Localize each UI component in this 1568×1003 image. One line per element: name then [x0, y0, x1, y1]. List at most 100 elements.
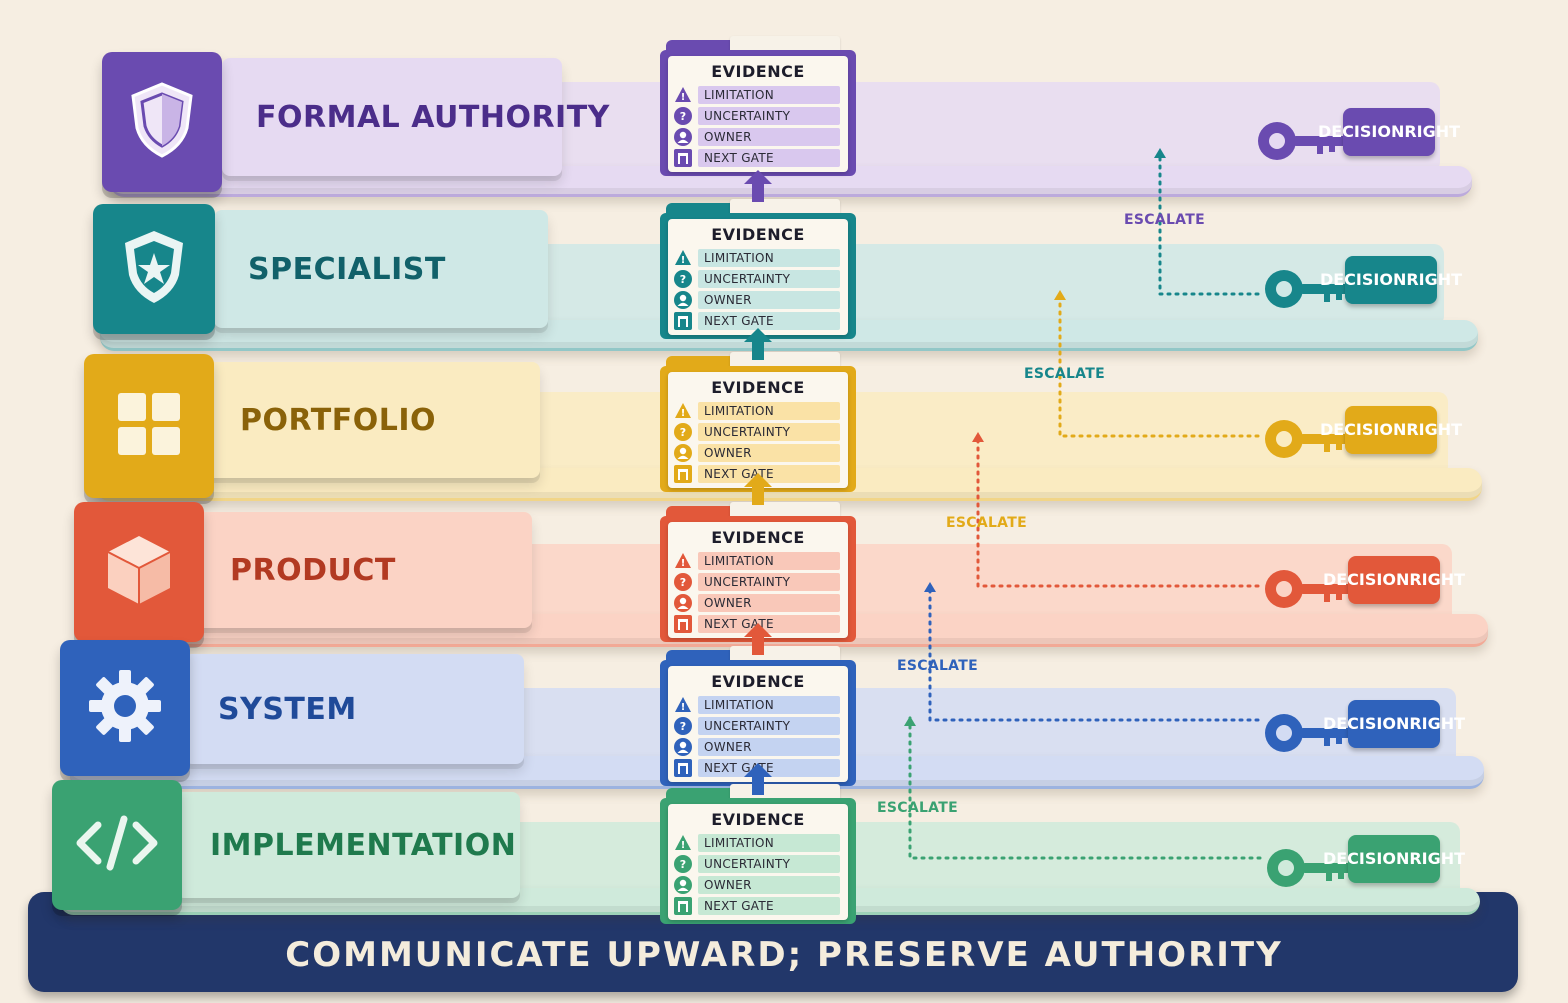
escalate-label: ESCALATE	[1024, 366, 1105, 382]
svg-text:?: ?	[680, 110, 686, 123]
evidence-row-label: NEXT GATE	[698, 465, 840, 483]
evidence-row: ? UNCERTAINTY	[674, 573, 840, 592]
decision-right-label: DECISION	[1319, 270, 1407, 289]
decision-right-label: DECISION	[1317, 122, 1405, 141]
evidence-row: ! LIMITATION	[674, 696, 840, 715]
person-icon	[674, 594, 692, 612]
question-icon: ?	[674, 717, 692, 735]
evidence-title: EVIDENCE	[711, 672, 805, 691]
evidence-row: NEXT GATE	[674, 149, 840, 168]
tier-label-block: SPECIALIST	[214, 210, 548, 328]
shield-star-icon	[119, 227, 189, 311]
evidence-card: EVIDENCE! LIMITATION ?UNCERTAINTY OWNER NEXT…	[668, 804, 848, 920]
evidence-row: ? UNCERTAINTY	[674, 270, 840, 289]
tier-icon-block	[60, 640, 190, 776]
escalate-label: ESCALATE	[946, 515, 1027, 531]
evidence-row: ! LIMITATION	[674, 402, 840, 421]
evidence-folder: EVIDENCE! LIMITATION ?UNCERTAINTY OWNER NEXT…	[660, 784, 856, 924]
warning-icon: !	[674, 552, 692, 570]
footer-title: COMMUNICATE UPWARD; PRESERVE AUTHORITY	[285, 935, 1283, 975]
svg-text:!: !	[681, 92, 686, 103]
evidence-row: ! LIMITATION	[674, 552, 840, 571]
evidence-row: ?UNCERTAINTY	[674, 855, 840, 874]
decision-right-label: DECISION	[1322, 849, 1410, 868]
decision-right-label: DECISION	[1322, 714, 1410, 733]
svg-text:!: !	[681, 408, 686, 419]
person-icon	[674, 876, 692, 894]
key-icon	[1262, 710, 1372, 760]
decision-right-label: RIGHT	[1406, 270, 1463, 289]
tier-label-block: PORTFOLIO	[206, 362, 540, 478]
evidence-row-label: NEXT GATE	[698, 897, 840, 915]
warning-icon: !	[674, 249, 692, 267]
decision-right-label: DECISION	[1322, 570, 1410, 589]
evidence-title: EVIDENCE	[711, 378, 805, 397]
evidence-title: EVIDENCE	[711, 810, 805, 829]
svg-text:?: ?	[680, 576, 686, 589]
svg-text:!: !	[681, 558, 686, 569]
evidence-row-label: UNCERTAINTY	[698, 107, 840, 125]
person-icon	[674, 444, 692, 462]
shield-icon	[127, 80, 197, 164]
evidence-row-label: UNCERTAINTY	[698, 270, 840, 288]
evidence-row-label: UNCERTAINTY	[698, 423, 840, 441]
tier-icon-block	[102, 52, 222, 192]
warning-icon: !	[674, 86, 692, 104]
evidence-row: OWNER	[674, 876, 840, 895]
evidence-row-label: LIMITATION	[698, 552, 840, 570]
person-icon	[674, 128, 692, 146]
evidence-row-label: UNCERTAINTY	[698, 573, 840, 591]
evidence-row-label: LIMITATION	[698, 696, 840, 714]
tier-label: IMPLEMENTATION	[210, 827, 517, 863]
tier-label: PRODUCT	[230, 552, 396, 588]
decision-right-label: RIGHT	[1409, 849, 1466, 868]
evidence-row: ! LIMITATION	[674, 834, 840, 853]
svg-text:?: ?	[680, 273, 686, 286]
evidence-row-label: OWNER	[698, 291, 840, 309]
svg-text:!: !	[681, 702, 686, 713]
evidence-row-label: OWNER	[698, 594, 840, 612]
escalate-label: ESCALATE	[877, 800, 958, 816]
question-icon: ?	[674, 855, 692, 873]
evidence-row: OWNER	[674, 291, 840, 310]
warning-icon: !	[674, 402, 692, 420]
tier-label-block: IMPLEMENTATION	[176, 792, 520, 898]
evidence-row: ! LIMITATION	[674, 249, 840, 268]
tier-icon-block	[84, 354, 214, 498]
question-icon: ?	[674, 107, 692, 125]
evidence-row: NEXT GATE	[674, 465, 840, 484]
evidence-row: OWNER	[674, 738, 840, 757]
tier-label: SYSTEM	[218, 691, 357, 727]
decision-right-label: DECISION	[1319, 420, 1407, 439]
svg-text:?: ?	[680, 858, 686, 871]
evidence-row: ? UNCERTAINTY	[674, 423, 840, 442]
question-icon: ?	[674, 423, 692, 441]
evidence-row-label: LIMITATION	[698, 86, 840, 104]
evidence-row-label: NEXT GATE	[698, 759, 840, 777]
escalate-label: ESCALATE	[897, 658, 978, 674]
escalate-label: ESCALATE	[1124, 212, 1205, 228]
evidence-row-label: LIMITATION	[698, 402, 840, 420]
tier-label: PORTFOLIO	[240, 402, 436, 438]
gate-icon	[674, 149, 692, 167]
evidence-row-label: LIMITATION	[698, 249, 840, 267]
evidence-row: NEXT GATE	[674, 312, 840, 331]
gate-icon	[674, 897, 692, 915]
tier-label-block: SYSTEM	[184, 654, 524, 764]
grid-icon	[114, 389, 184, 463]
evidence-row-label: LIMITATION	[698, 834, 840, 852]
svg-text:!: !	[681, 840, 686, 851]
svg-text:?: ?	[680, 720, 686, 733]
key-icon	[1262, 566, 1372, 616]
